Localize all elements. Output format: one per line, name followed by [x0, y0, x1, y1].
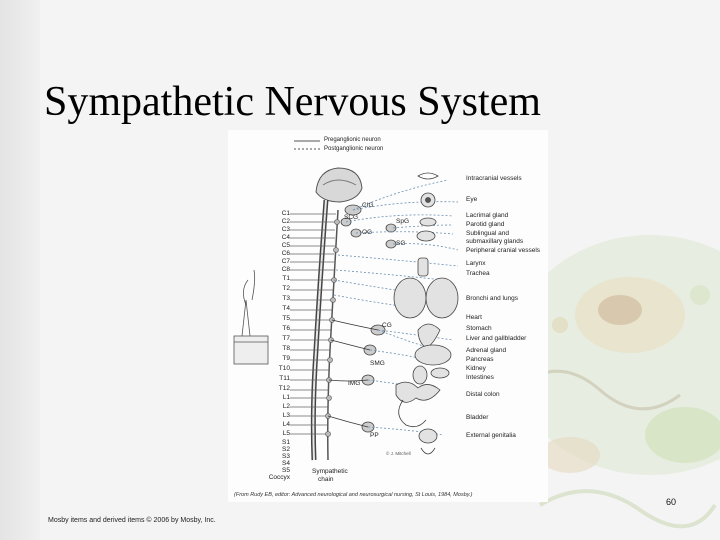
ganglion-label-og: OG	[362, 229, 373, 236]
chain-label-line1: Sympathetic	[312, 468, 348, 475]
segment-label: T6	[282, 325, 290, 332]
ganglion-label-cg: CG	[382, 322, 392, 329]
liver-stomach-shape	[414, 344, 452, 366]
segment-label: T10	[278, 365, 290, 372]
skin-follicle-sketch	[233, 269, 269, 365]
chain-label-line2: chain	[318, 476, 334, 483]
segment-label: C1	[281, 210, 290, 217]
organ-label: Pancreas	[466, 356, 494, 363]
illustrator-signature: © J. Mitchell	[386, 451, 411, 456]
organ-label: Heart	[466, 314, 482, 321]
ganglion-label-img: IMG	[348, 380, 361, 387]
organ-label: Adrenal gland	[466, 347, 507, 354]
copyright-notice: Mosby items and derived items © 2006 by …	[48, 517, 216, 524]
organ-label: Eye	[466, 196, 478, 203]
figure-credit: (From Rudy EB, editor: Advanced neurolog…	[234, 492, 473, 498]
organ-label: Larynx	[466, 260, 486, 267]
diagram-drawing	[233, 140, 459, 461]
organ-label: Intracranial vessels	[466, 175, 522, 182]
segment-label: C4	[281, 234, 290, 241]
segment-label: L4	[282, 421, 290, 428]
organ-label: Bronchi and lungs	[466, 295, 519, 302]
segment-label: Coccyx	[268, 474, 290, 481]
ganglion-label-smg: SMG	[370, 360, 385, 367]
organ-label: Liver and gallbladder	[466, 335, 527, 342]
segment-label: T8	[282, 345, 290, 352]
organ-label: Bladder	[466, 414, 489, 421]
organ-label: External genitalia	[466, 432, 516, 439]
segment-label: T5	[282, 315, 290, 322]
left-lung-shape	[393, 277, 427, 319]
organ-label: Lacrimal gland	[466, 212, 509, 219]
right-lung-shape	[425, 277, 459, 319]
ganglion-label-cig: CIG	[362, 202, 374, 209]
organ-label: Stomach	[466, 325, 492, 332]
heart-shape	[417, 323, 441, 349]
segment-label: S5	[282, 467, 290, 474]
segment-label: C5	[281, 242, 290, 249]
organ-label: Kidney	[466, 365, 486, 372]
organ-label: Peripheral cranial vessels	[466, 247, 541, 254]
organ-label: Trachea	[466, 270, 490, 277]
segment-label: T11	[279, 375, 290, 382]
organ-label: Intestines	[466, 374, 494, 381]
segment-label: T1	[282, 275, 290, 282]
segment-label: S1	[282, 439, 290, 446]
segment-label: T2	[282, 285, 290, 292]
slide-title: Sympathetic Nervous System	[44, 79, 541, 125]
organ-label: submaxillary glands	[466, 238, 524, 245]
segment-label: L1	[282, 394, 290, 401]
sympathetic-diagram: Preganglionic neuron Postganglionic neur…	[228, 130, 548, 502]
organ-label: Distal colon	[466, 391, 500, 398]
ganglion-label-pp: PP	[370, 432, 379, 439]
genitalia-shape	[420, 447, 436, 455]
segment-label: C2	[281, 218, 290, 225]
page-number: 60	[666, 497, 677, 507]
segment-label: C7	[281, 258, 290, 265]
segment-label: T9	[282, 355, 290, 362]
vessel-shape	[417, 172, 439, 180]
bladder-shape	[418, 428, 438, 444]
brain-outline	[315, 167, 363, 203]
segment-label: S4	[282, 460, 290, 467]
organ-label: Sublingual and	[466, 230, 510, 237]
ganglion-label-sg: SG	[396, 240, 406, 247]
ganglion-label-scg: SCG	[344, 214, 359, 221]
legend-preganglionic: Preganglionic neuron	[324, 137, 381, 143]
segment-label: C6	[281, 250, 290, 257]
legend-postganglionic: Postganglionic neuron	[324, 146, 384, 152]
segment-label: S2	[282, 446, 290, 453]
segment-label: S3	[282, 453, 290, 460]
intestines-shape	[395, 381, 441, 403]
segment-label: T4	[282, 305, 290, 312]
kidney-shape	[412, 365, 428, 385]
segment-label: L2	[282, 403, 290, 410]
segment-label: T12	[278, 385, 290, 392]
segment-label: C3	[281, 226, 290, 233]
segment-label: T7	[282, 335, 290, 342]
segment-label: T3	[282, 295, 290, 302]
segment-label: L3	[282, 412, 290, 419]
organ-label: Parotid gland	[466, 221, 505, 228]
segment-label: C8	[281, 266, 290, 273]
ganglion-label-spg: SpG	[396, 218, 410, 225]
segment-label: L5	[282, 430, 290, 437]
cell-background-art	[510, 235, 720, 529]
left-decor-band	[0, 0, 40, 540]
